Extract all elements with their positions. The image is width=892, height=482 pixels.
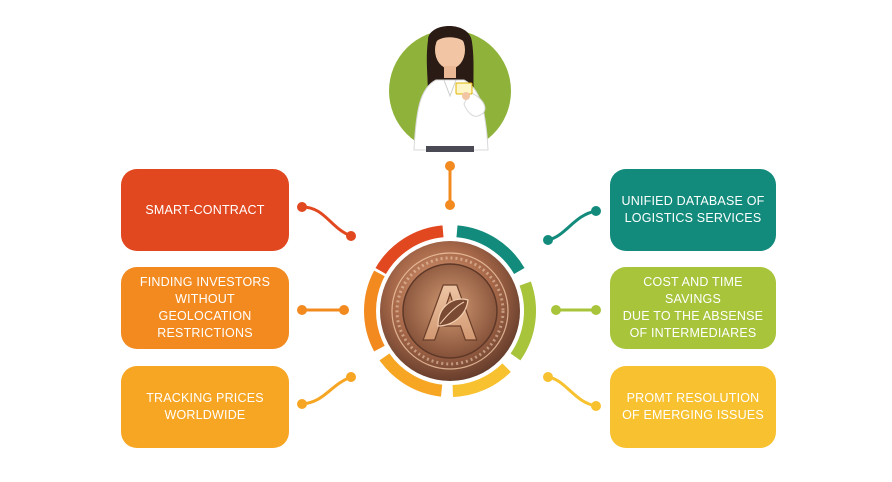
ring-segment-lime (510, 281, 537, 361)
feature-label: TRACKING PRICES WORLDWIDE (146, 391, 264, 422)
ring-segment-red (375, 225, 444, 275)
feature-box-promt-resolution: PROMT RESOLUTION OF EMERGING ISSUES (610, 366, 776, 448)
connector-dots (297, 161, 601, 411)
segment-ring (364, 225, 537, 397)
feature-label: SMART-CONTRACT (145, 202, 265, 217)
avatar (389, 26, 511, 152)
connector-smart-contract (300, 205, 353, 238)
coin-logo: A (380, 241, 520, 381)
connector-unified-database (546, 209, 598, 242)
feature-label: PROMT RESOLUTION OF EMERGING ISSUES (622, 391, 764, 422)
ring-segment-orange (364, 270, 385, 352)
ring-segment-amber (379, 353, 443, 397)
connector-tracking-prices (300, 375, 353, 406)
feature-box-finding-investors: FINDING INVESTORS WITHOUT GEOLOCATION RE… (121, 267, 289, 349)
card (455, 82, 473, 95)
ring-segment-teal (456, 225, 525, 275)
feature-label: FINDING INVESTORS WITHOUT GEOLOCATION RE… (139, 275, 271, 340)
feature-box-cost-time-savings: COST AND TIME SAVINGS DUE TO THE ABSENSE… (610, 267, 776, 349)
face (435, 31, 465, 69)
feature-box-tracking-prices: TRACKING PRICES WORLDWIDE (121, 366, 289, 448)
connector-promt-resolution (546, 375, 598, 408)
ring-segment-yellow (452, 363, 511, 397)
feature-label: COST AND TIME SAVINGS DUE TO THE ABSENSE… (622, 275, 764, 340)
feature-box-smart-contract: SMART-CONTRACT (121, 169, 289, 251)
feature-label: UNIFIED DATABASE OF LOGISTICS SERVICES (621, 194, 765, 225)
feature-box-unified-database: UNIFIED DATABASE OF LOGISTICS SERVICES (610, 169, 776, 251)
leaf-icon (437, 298, 469, 327)
